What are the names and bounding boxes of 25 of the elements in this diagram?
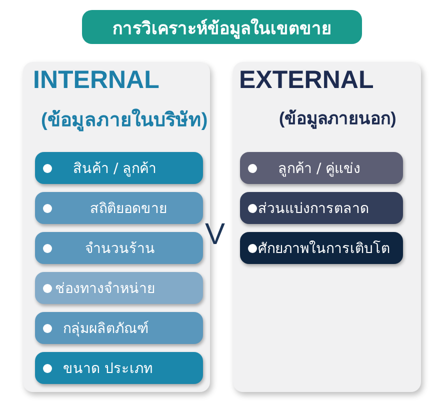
list-item-pill bbox=[240, 152, 403, 184]
panel-subheading: (ข้อมูลภายนอก) bbox=[279, 108, 396, 131]
list-item-pill bbox=[35, 312, 203, 344]
panel-heading: INTERNAL bbox=[33, 66, 160, 95]
item-text: ลูกค้า / คู่แข่ง bbox=[278, 160, 361, 179]
list-item-pill bbox=[35, 232, 203, 264]
item-text: ส่วนแบ่งการตลาด bbox=[258, 200, 369, 219]
list-item-pill bbox=[35, 192, 203, 224]
item-text: จำนวนร้าน bbox=[85, 240, 155, 259]
item-text: ขนาด ประเภท bbox=[63, 360, 152, 379]
category-panel bbox=[233, 62, 421, 392]
list-item-pill bbox=[240, 232, 403, 264]
list-item-pill bbox=[35, 272, 203, 304]
panel-heading: EXTERNAL bbox=[239, 66, 374, 95]
panel-subheading: (ข้อมูลภายในบริษัท) bbox=[41, 108, 208, 134]
list-item-pill bbox=[240, 192, 403, 224]
list-item-pill bbox=[35, 152, 203, 184]
list-item-pill bbox=[35, 352, 203, 384]
item-text: ศักยภาพในการเติบโต bbox=[258, 240, 390, 259]
item-text: สินค้า / ลูกค้า bbox=[73, 160, 157, 179]
item-text: กลุ่มผลิตภัณฑ์ bbox=[63, 320, 149, 339]
item-text: สถิติยอดขาย bbox=[90, 200, 167, 219]
item-text: ช่องทางจำหน่าย bbox=[55, 280, 155, 299]
versus-label: V bbox=[205, 218, 226, 252]
title-banner: การวิเคราะห์ข้อมูลในเขตขาย bbox=[82, 10, 362, 44]
